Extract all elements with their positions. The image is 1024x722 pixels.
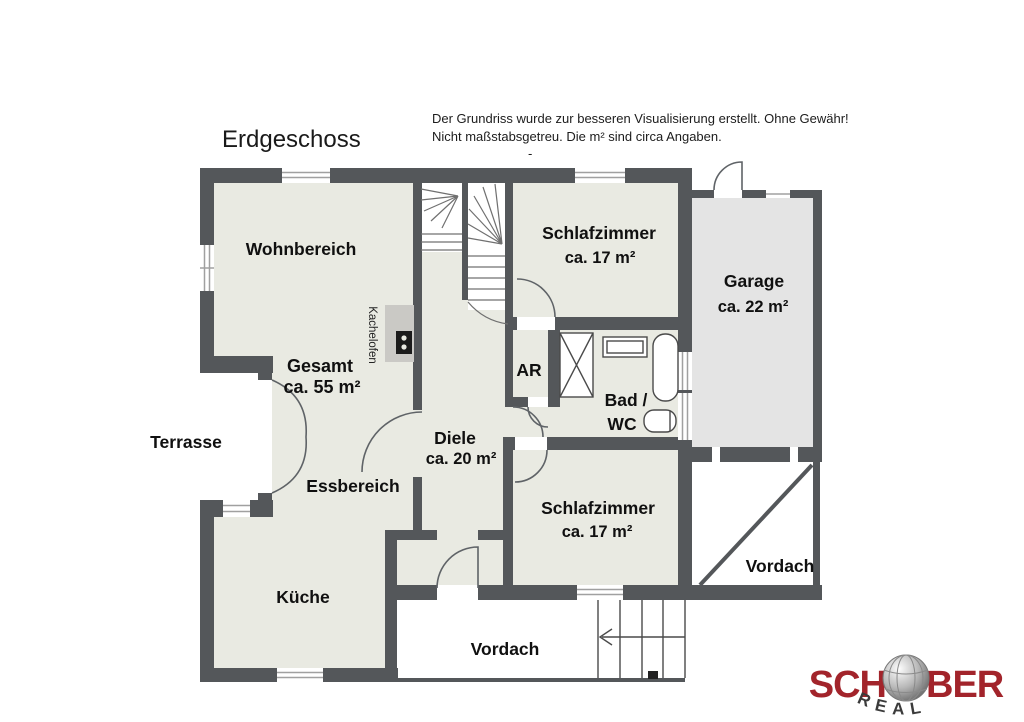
- garage-entry-door: [713, 161, 743, 198]
- windows: [200, 168, 798, 682]
- logo-text-sch: SCH: [809, 664, 886, 706]
- label-vordach-ost: Vordach: [746, 556, 815, 576]
- door-bad: [512, 406, 544, 438]
- sink: [602, 336, 648, 358]
- label-gesamt-area: ca. 55 m²: [283, 377, 360, 397]
- room-fills: [196, 183, 813, 668]
- terrasse-double-door: [258, 379, 307, 494]
- disclaimer-text: Der Grundriss wurde zur besseren Visuali…: [432, 110, 892, 146]
- doors: [258, 161, 743, 600]
- door-schlafzimmer-unten: [514, 437, 548, 483]
- label-schlafzimmer-unten-area: ca. 17 m²: [562, 523, 633, 541]
- label-essbereich: Essbereich: [306, 476, 399, 496]
- bathtub: [652, 333, 679, 402]
- door-schlafzimmer-oben: [516, 278, 556, 330]
- toilet: [643, 409, 677, 433]
- window-kueche-bottom: [277, 668, 323, 682]
- label-garage-area: ca. 22 m²: [718, 298, 789, 316]
- window-wohnbereich-left: [200, 245, 214, 291]
- entrance-door: [436, 546, 479, 600]
- label-diele: Diele: [434, 428, 476, 448]
- vordach-ost-diagonal: [698, 463, 814, 587]
- disclaimer-line1: Der Grundriss wurde zur besseren Visuali…: [432, 111, 849, 126]
- globe-icon: [882, 654, 930, 702]
- label-schlafzimmer-unten: Schlafzimmer: [541, 498, 655, 518]
- window-bad-right-2: [678, 393, 692, 440]
- label-wohnbereich: Wohnbereich: [246, 239, 357, 259]
- door-abstellraum: [527, 397, 549, 428]
- stair-flight-right: [467, 183, 509, 325]
- kachelofen: [385, 305, 414, 362]
- window-schlafzimmer-unten-bottom: [577, 585, 623, 600]
- logo-text-ber: BER: [926, 664, 1004, 706]
- door-essbereich-diele: [361, 411, 423, 473]
- label-kachelofen: Kachelofen: [366, 306, 378, 364]
- label-schlafzimmer-oben-area: ca. 17 m²: [565, 249, 636, 267]
- garage-floor: [692, 198, 813, 447]
- stair-flight-left: [420, 188, 462, 251]
- brand-logo: SCH BER REAL: [809, 654, 1005, 719]
- label-bad-line1: Bad /: [605, 390, 648, 410]
- shower: [559, 332, 594, 398]
- window-garage-top: [766, 190, 790, 198]
- label-diele-area: ca. 20 m²: [426, 450, 497, 468]
- label-bad-line2: WC: [607, 414, 637, 434]
- bathroom-fixtures: [559, 332, 679, 433]
- window-bad-right-1: [678, 352, 692, 390]
- label-schlafzimmer-oben: Schlafzimmer: [542, 223, 656, 243]
- disclaimer-line2: Nicht maßstabsgetreu. Die m² sind circa …: [432, 129, 722, 144]
- garage-bottom-notches: [712, 447, 798, 462]
- room-labels: Wohnbereich Gesamt ca. 55 m² Terrasse Es…: [150, 223, 814, 659]
- label-gesamt: Gesamt: [287, 356, 353, 376]
- window-kueche-top: [223, 500, 250, 517]
- staircase: [420, 183, 509, 325]
- window-wohnbereich-top: [282, 168, 330, 183]
- disclaimer-dash: -: [528, 146, 533, 161]
- label-kueche: Küche: [276, 587, 330, 607]
- label-garage: Garage: [724, 271, 785, 291]
- page-title: Erdgeschoss: [222, 126, 361, 153]
- label-abstellraum: AR: [516, 360, 542, 380]
- label-terrasse: Terrasse: [150, 432, 222, 452]
- window-schlafzimmer-oben-top: [575, 168, 625, 183]
- label-vordach-sued: Vordach: [471, 639, 540, 659]
- entrance-steps: [597, 600, 686, 679]
